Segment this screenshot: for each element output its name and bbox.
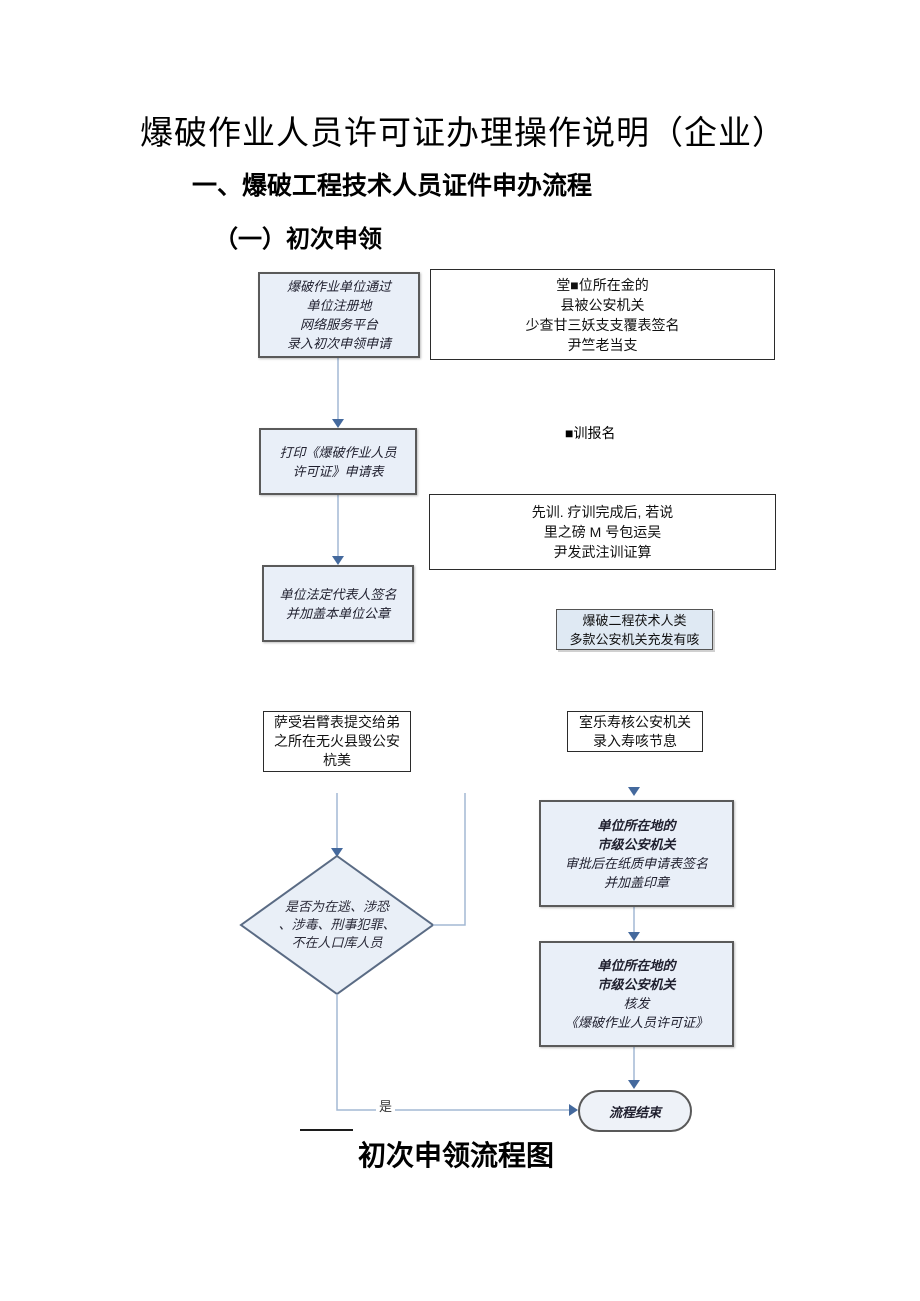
note-box-tech: 爆破二程茯术人类 多款公安机关充发有咳 [556,609,713,650]
arrowhead-down-icon [332,419,344,428]
flow-box-legal-sign-text: 单位法定代表人签名 并加盖本单位公章 [279,586,397,621]
flow-box-print-form-text: 打印《爆破作业人员 许可证》申请表 [279,444,397,479]
note-box-county: 堂■位所在金的 县被公安机关 少查甘三妖支支覆表签名 尹竺老当支 [430,269,775,360]
flow-box-city-issue: 单位所在地的 市级公安机关 核发 《爆破作业人员许可证》 [539,941,734,1047]
note-box-county-text: 堂■位所在金的 县被公安机关 少查甘三妖支支覆表签名 尹竺老当支 [525,276,680,353]
decision-text: 是否为在逃、涉恐 、涉毒、刑事犯罪、 不在人口库人员 [278,899,396,950]
arrowhead-down-icon [628,1080,640,1089]
arrowhead-down-icon [628,787,640,796]
arrowhead-down-icon [332,556,344,565]
flow-terminator-end: 流程结束 [578,1090,692,1132]
flow-box-legal-sign: 单位法定代表人签名 并加盖本单位公章 [262,565,414,642]
section-heading: 一、爆破工程技术人员证件申办流程 [192,172,593,200]
flow-box-city-approve-bold: 单位所在地的 市级公安机关 [597,817,676,852]
figure-caption: 初次申领流程图 [358,1140,555,1171]
arrowhead-down-icon [331,848,343,857]
flow-box-apply-online-text: 爆破作业单位通过 单位注册地 网络服务平台 录入初次申领申请 [286,279,391,351]
training-label: ■训报名 [565,425,616,441]
flow-box-apply-online: 爆破作业单位通过 单位注册地 网络服务平台 录入初次申领申请 [258,272,420,358]
arrowhead-right-icon [569,1104,578,1116]
connector-elbow [433,793,466,926]
note-box-training-complete: 先训. 疗训完成后, 若说 里之磅 M 号包运吴 尹发武注训证算 [429,494,776,570]
flow-box-city-approve-rest: 审批后在纸质申请表签名 并加盖印章 [564,855,708,890]
note-box-review-text: 室乐寿核公安机关 录入寿咳节息 [579,713,691,749]
flow-box-print-form: 打印《爆破作业人员 许可证》申请表 [259,428,417,495]
edge-artifact-line [300,1129,353,1131]
flow-box-city-approve: 单位所在地的 市级公安机关 审批后在纸质申请表签名 并加盖印章 [539,800,734,907]
page-title: 爆破作业人员许可证办理操作说明（企业） [140,116,786,152]
note-box-tech-text: 爆破二程茯术人类 多款公安机关充发有咳 [569,612,700,647]
flow-terminator-end-text: 流程结束 [608,1104,661,1120]
note-box-training-complete-text: 先训. 疗训完成后, 若说 里之磅 M 号包运吴 尹发武注训证算 [531,504,674,560]
subsection-heading: （一）初次申领 [214,226,382,253]
arrowhead-down-icon [628,932,640,941]
note-box-review: 室乐寿核公安机关 录入寿咳节息 [567,711,703,752]
note-box-submit-form: 萨受岩臂表提交给弟 之所在无火县毁公安 杭美 [263,711,411,772]
yes-branch-label: 是 [376,1096,396,1115]
note-box-submit-form-text: 萨受岩臂表提交给弟 之所在无火县毁公安 杭美 [274,714,400,768]
flow-box-city-issue-rest: 核发 《爆破作业人员许可证》 [564,996,708,1030]
flow-box-city-issue-bold: 单位所在地的 市级公安机关 [597,958,676,992]
connector-yes-path [336,994,569,1111]
